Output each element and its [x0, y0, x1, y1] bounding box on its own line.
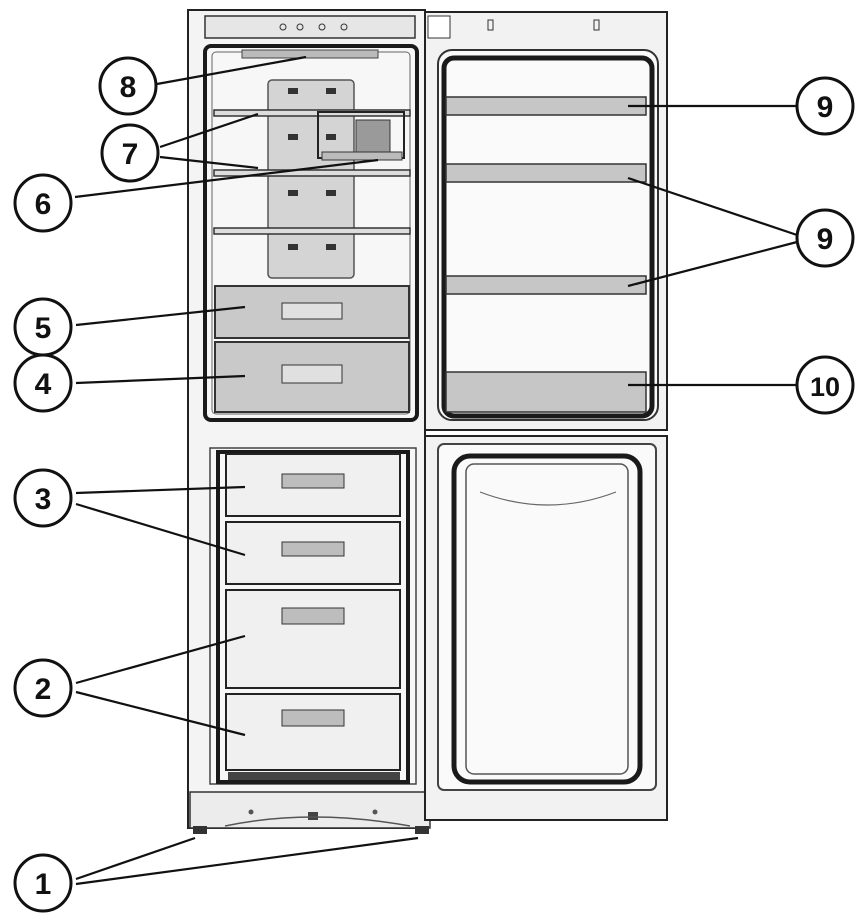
freezer-drawer-2	[225, 521, 401, 585]
crisper-drawer-upper	[214, 285, 410, 339]
shelf-3	[213, 227, 411, 235]
freezer-door	[424, 435, 668, 821]
fridge-compartment	[203, 44, 419, 422]
callout-2: 2	[13, 658, 73, 718]
freezer-drawer-4	[225, 693, 401, 771]
callout-label-4: 4	[35, 368, 52, 401]
bottle-rack	[445, 371, 647, 413]
callout-9-top: 9	[795, 76, 855, 136]
callout-10: 10	[795, 355, 855, 415]
callout-6: 6	[13, 173, 73, 233]
fridge-door	[424, 11, 668, 431]
callout-label-8: 8	[120, 71, 137, 104]
freezer-drawer-3	[225, 589, 401, 689]
callout-label-9-middle: 9	[817, 223, 834, 256]
adjustable-foot-right	[415, 826, 429, 834]
callout-label-2: 2	[35, 673, 52, 706]
callout-1: 1	[13, 853, 73, 913]
shelf-2	[213, 169, 411, 177]
door-rack-1	[445, 96, 647, 116]
callout-label-5: 5	[35, 312, 52, 345]
callout-4: 4	[13, 353, 73, 413]
callout-label-3: 3	[35, 483, 52, 516]
callout-label-9-top: 9	[817, 91, 834, 124]
freezer-drawer-1	[225, 453, 401, 517]
callout-9-middle: 9	[795, 208, 855, 268]
adjustable-foot-left	[193, 826, 207, 834]
freezer-compartment	[209, 447, 417, 785]
callout-label-7: 7	[122, 138, 139, 171]
control-panel	[204, 15, 416, 39]
callout-5: 5	[13, 297, 73, 357]
callout-8: 8	[98, 56, 158, 116]
callout-7: 7	[100, 123, 160, 183]
door-rack-2	[445, 163, 647, 183]
shelf-1	[213, 109, 411, 117]
callout-label-10: 10	[810, 372, 840, 402]
callout-label-6: 6	[35, 188, 52, 221]
leader-lines	[74, 55, 798, 886]
light-housing	[241, 49, 379, 59]
callout-3: 3	[13, 468, 73, 528]
crisper-drawer-lower	[214, 341, 410, 413]
door-rack-3	[445, 275, 647, 295]
callout-label-1: 1	[35, 868, 52, 901]
callouts: 8 7 6 5 4 3 2 1	[13, 56, 855, 913]
